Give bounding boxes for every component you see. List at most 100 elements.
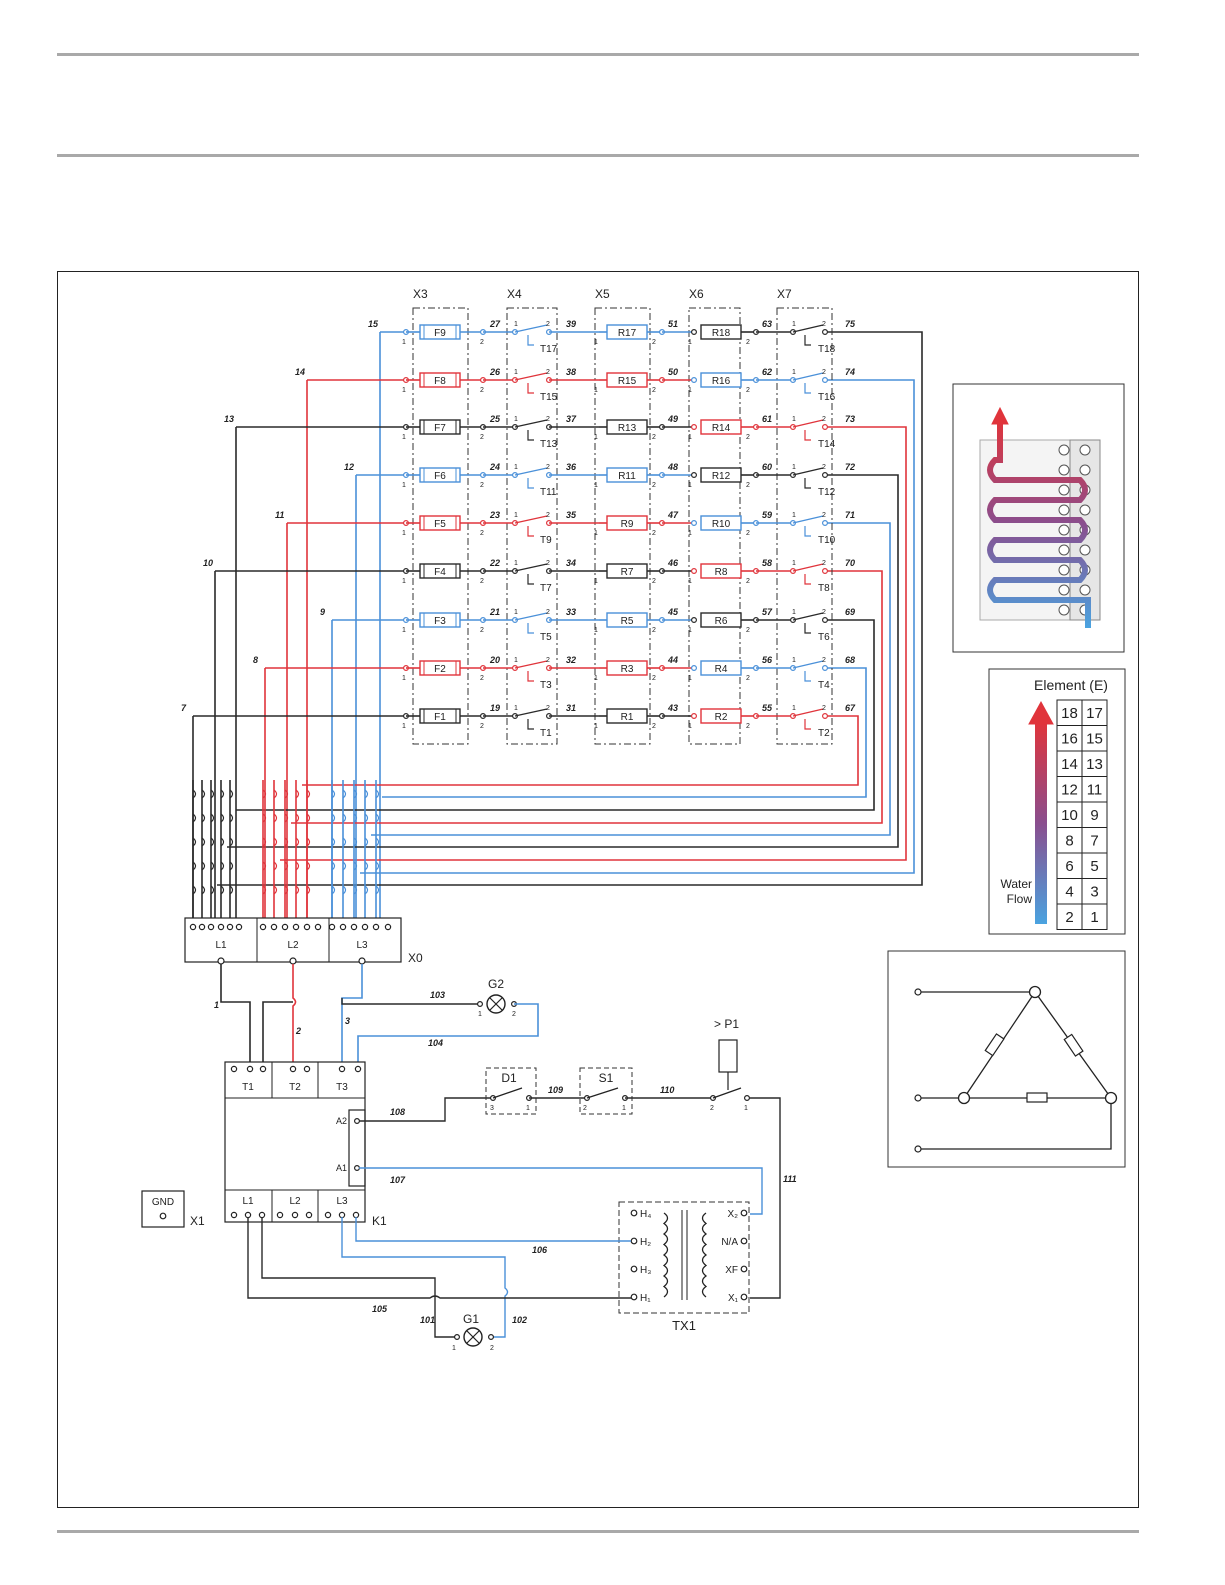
x0-terminal-0	[189, 923, 197, 931]
wire-106	[355, 1217, 631, 1242]
x0-terminal-1	[314, 923, 322, 931]
wire-number-105: 105	[372, 1304, 388, 1314]
pin-label: 2	[746, 723, 750, 730]
wire-number-67: 67	[845, 703, 856, 713]
ground-label: GND	[152, 1197, 174, 1208]
wire-number-69: 69	[845, 607, 855, 617]
lamp-cross	[466, 1330, 480, 1344]
element-cell-12: 12	[1061, 782, 1078, 799]
crossover-hop	[229, 861, 234, 871]
wire-number-102: 102	[512, 1315, 527, 1325]
element-cell-9: 9	[1090, 807, 1098, 824]
thermostat-label-t6: T6	[818, 632, 830, 643]
thermostat-t8-blade	[792, 563, 824, 572]
thermostat-contact-2	[821, 567, 828, 574]
pin-label: 2	[546, 321, 550, 328]
crossover-hop	[201, 789, 206, 799]
pin-label: 2	[746, 530, 750, 537]
k1-top-terminal	[246, 1065, 254, 1073]
k1-bottom-terminal	[305, 1211, 313, 1219]
lamp-terminal	[488, 1333, 495, 1340]
crossover-hop	[306, 813, 311, 823]
pin-label: 2	[546, 464, 550, 471]
crossover-hop	[220, 885, 225, 895]
crossover-hop	[284, 837, 289, 847]
k1-bottom-l1: L1	[242, 1196, 254, 1207]
return-wire-67	[302, 715, 859, 786]
wire-number-51: 51	[668, 319, 678, 329]
crossover-hop	[331, 885, 336, 895]
x0-terminal-1	[270, 923, 278, 931]
tx1-secondary-0: X₂	[727, 1209, 738, 1220]
tx1-secondary-1: N/A	[721, 1237, 738, 1248]
pin-label: 1	[792, 369, 796, 376]
thermostat-label-t4: T4	[818, 680, 830, 691]
column-label-x4: X4	[507, 287, 522, 301]
crossover-hop	[220, 813, 225, 823]
pin-label: 2	[822, 657, 826, 664]
thermostat-label-t14: T14	[818, 439, 836, 450]
pin-label: 2	[480, 434, 484, 441]
return-wire-74	[360, 379, 915, 874]
terminal-dot	[690, 329, 697, 336]
return-wire-70	[291, 570, 883, 824]
wire-number-24: 24	[489, 462, 500, 472]
wire-1-branch	[262, 1001, 293, 1062]
pin-label: 2	[822, 512, 826, 519]
pin-label: 1	[514, 657, 518, 664]
element-label-r12: R12	[712, 471, 731, 482]
element-label-r5: R5	[621, 616, 634, 627]
pin-label: 1	[688, 434, 692, 441]
pin-label: 1	[594, 578, 598, 585]
wire-number-47: 47	[667, 510, 679, 520]
tx1-primary-0: H₄	[640, 1209, 651, 1220]
element-cell-13: 13	[1086, 756, 1103, 773]
pin-label: 2	[746, 387, 750, 394]
crossover-hop	[210, 837, 215, 847]
thermostat-contact-2	[821, 664, 828, 671]
wire-number-9: 9	[320, 607, 325, 617]
crossover-hop	[331, 861, 336, 871]
element-label-r6: R6	[715, 616, 728, 627]
wire-number-59: 59	[762, 510, 772, 520]
column-label-x3: X3	[413, 287, 428, 301]
crossover-hop	[192, 789, 197, 799]
element-cell	[1056, 903, 1083, 930]
tx1-secondary-terminal	[740, 1265, 748, 1273]
x0-terminal-2	[361, 923, 369, 931]
fuse-label-f3: F3	[434, 616, 446, 627]
element-cell-11: 11	[1087, 782, 1103, 799]
wire-number-49: 49	[667, 414, 678, 424]
return-wire-68	[382, 667, 867, 798]
terminal-column-x5	[594, 307, 651, 745]
wire-number-36: 36	[566, 462, 577, 472]
x0-terminal-1	[292, 923, 300, 931]
crossover-hop	[210, 813, 215, 823]
crossover-hop	[364, 861, 369, 871]
x1-name: X1	[190, 1214, 205, 1228]
pin-label: 1	[688, 578, 692, 585]
element-label-r13: R13	[618, 423, 637, 434]
pin-label: 2	[480, 482, 484, 489]
element-label-r15: R15	[618, 376, 637, 387]
k1-bottom-terminal	[352, 1211, 360, 1219]
element-cell	[1081, 827, 1108, 854]
pin-label: 1	[688, 723, 692, 730]
wire-number-108: 108	[390, 1107, 405, 1117]
tx1-secondary-terminal	[740, 1209, 748, 1217]
pin-label: 2	[583, 1105, 587, 1112]
pin-label: 1	[688, 530, 692, 537]
crossover-hop	[201, 813, 206, 823]
wire-number-2: 2	[295, 1026, 301, 1036]
wire-number-63: 63	[762, 319, 772, 329]
thermostat-label-t1: T1	[540, 728, 552, 739]
tx1-primary-1: H₂	[640, 1237, 651, 1248]
wire-number-46: 46	[667, 558, 679, 568]
delta-line-3	[918, 1098, 1112, 1150]
thermostat-actuator	[527, 478, 534, 489]
heater-terminal	[1058, 604, 1070, 616]
element-cell-2: 2	[1065, 909, 1073, 926]
thermostat-contact-2	[821, 519, 828, 526]
wire-number-101: 101	[420, 1315, 435, 1325]
pin-label: 2	[822, 609, 826, 616]
